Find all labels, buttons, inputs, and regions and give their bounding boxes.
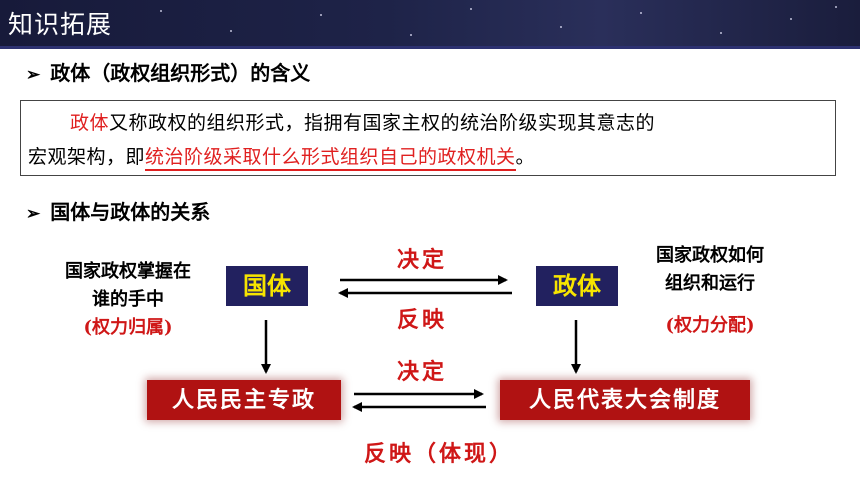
header-title: 知识拓展 <box>8 10 113 39</box>
definition-text-2: 宏观架构，即 <box>28 146 146 168</box>
definition-line-1: 政体又称政权的组织形式，指拥有国家主权的统治阶级实现其意志的 <box>70 108 655 135</box>
left-note-line-1: 国家政权掌握在 <box>65 261 191 282</box>
top-decide-label: 决定 <box>397 247 448 273</box>
definition-term: 政体 <box>70 112 110 134</box>
guoti-box: 国体 <box>226 266 308 306</box>
header-divider <box>0 46 860 49</box>
left-note: 国家政权掌握在 谁的手中 (权力归属) <box>38 258 218 342</box>
top-reflect-label: 反映 <box>397 307 448 333</box>
definition-text-1: 又称政权的组织形式，指拥有国家主权的统治阶级实现其意志的 <box>109 112 656 134</box>
left-note-line-2: 谁的手中 <box>92 289 164 310</box>
right-note-line-2: 组织和运行 <box>665 273 755 294</box>
dictatorship-box: 人民民主专政 <box>147 380 341 420</box>
congress-box: 人民代表大会制度 <box>500 380 750 420</box>
bottom-decide-label: 决定 <box>397 359 448 385</box>
definition-highlight: 统治阶级采取什么形式组织自己的政权机关 <box>145 146 516 171</box>
right-note: 国家政权如何 组织和运行 (权力分配) <box>628 242 792 340</box>
definition-box <box>20 100 836 176</box>
right-note-line-1: 国家政权如何 <box>656 245 764 266</box>
definition-text-3: 。 <box>515 146 536 168</box>
right-note-line-3: (权力分配) <box>665 315 755 336</box>
section-heading-text: 国体与政体的关系 <box>50 200 211 224</box>
zhengti-box: 政体 <box>536 266 618 306</box>
section-heading-text: 政体（政权组织形式）的含义 <box>50 61 311 85</box>
bottom-reflect-label: 反映（体现） <box>364 441 515 467</box>
definition-line-2: 宏观架构，即统治阶级采取什么形式组织自己的政权机关。 <box>28 142 536 171</box>
section-heading-definition: ➢ 政体（政权组织形式）的含义 <box>26 57 310 86</box>
arrow-bullet-icon: ➢ <box>26 65 41 85</box>
arrow-bullet-icon: ➢ <box>26 204 41 224</box>
section-heading-relation: ➢ 国体与政体的关系 <box>26 196 210 225</box>
left-note-line-3: (权力归属) <box>83 317 173 338</box>
header-banner: 知识拓展 <box>0 0 860 46</box>
